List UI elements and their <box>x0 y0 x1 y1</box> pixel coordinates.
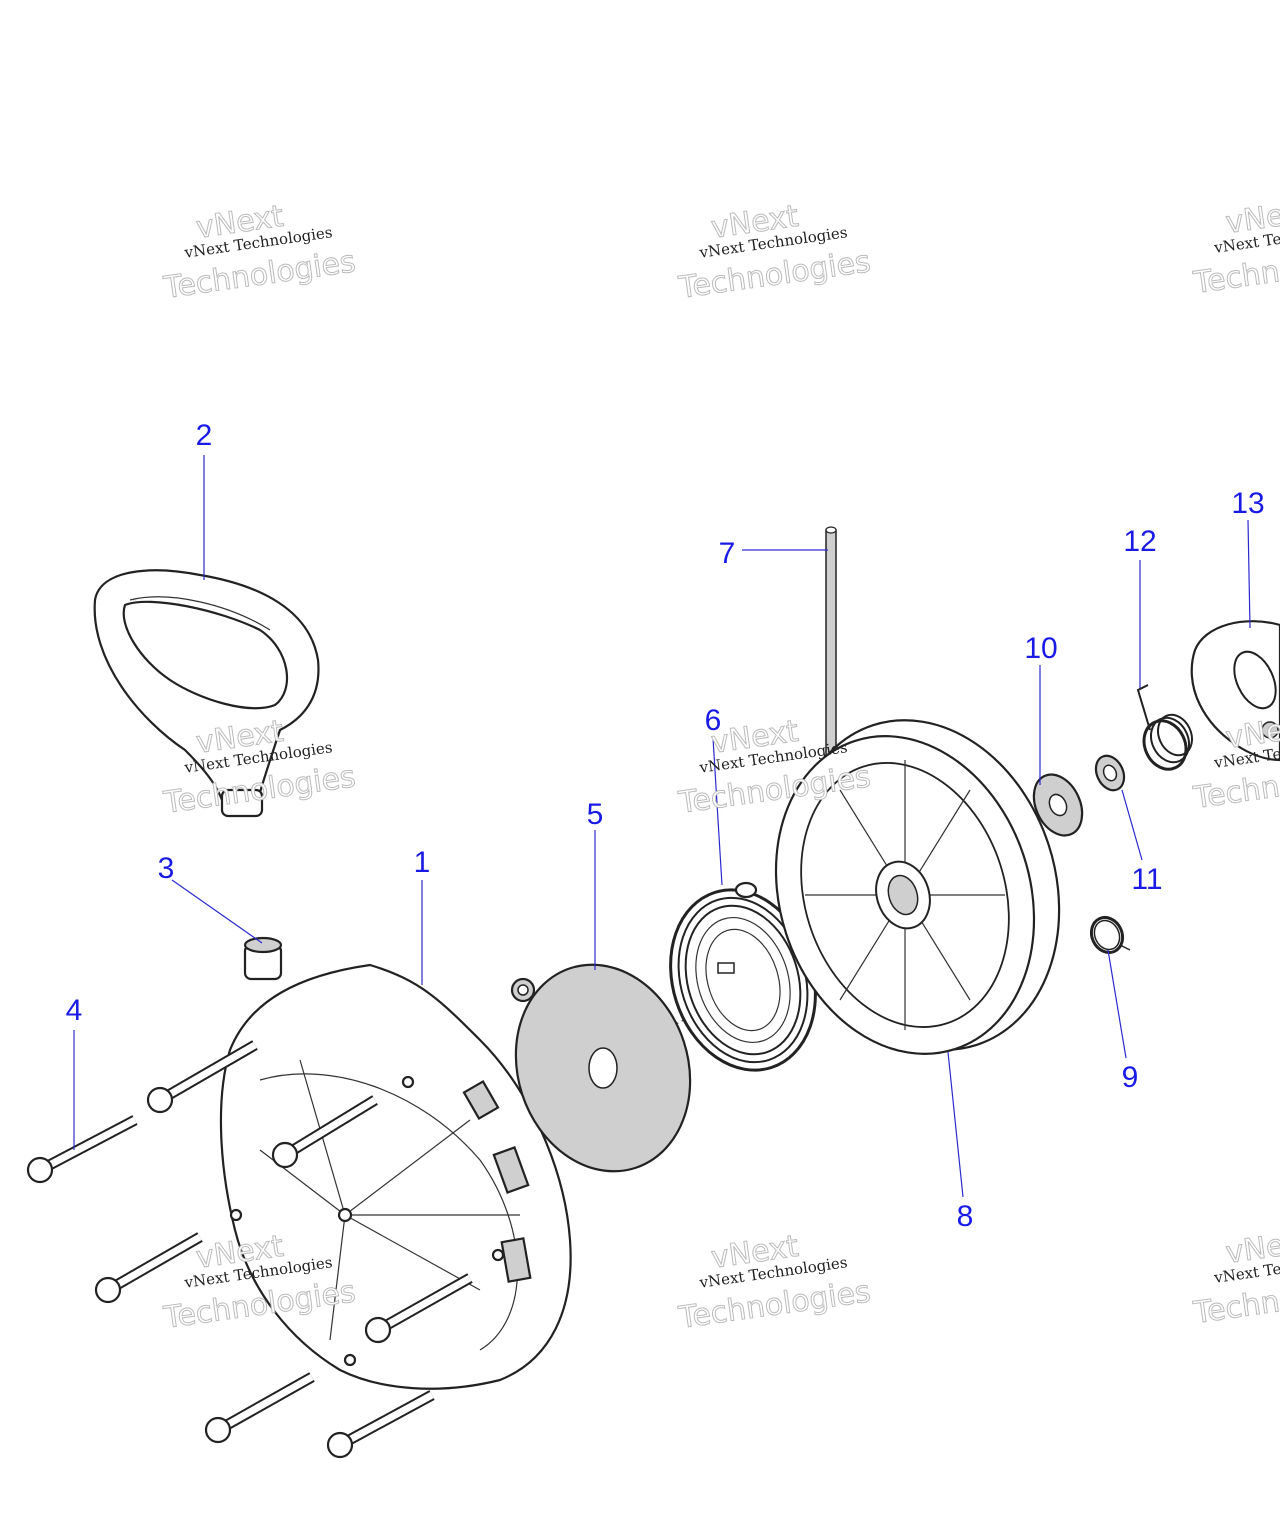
bolt-4 <box>94 1232 203 1304</box>
bolt-7 <box>326 1390 435 1459</box>
part-torsion-spring[interactable] <box>1136 684 1198 776</box>
part-housing[interactable] <box>219 963 572 1390</box>
part-handle[interactable] <box>93 569 320 818</box>
bolt-3 <box>271 1095 378 1169</box>
watermark-3: vNext vNext Technologies Technologies <box>1190 194 1280 302</box>
leader-6 <box>712 737 723 886</box>
callout-labels: 1 2 3 4 5 6 7 8 9 10 11 12 13 <box>66 419 1265 1233</box>
part-ratchet[interactable] <box>1190 620 1280 762</box>
callout-11: 11 <box>1131 863 1162 896</box>
callout-8: 8 <box>957 1200 974 1233</box>
watermark-2: vNext vNext Technologies Technologies <box>676 198 874 306</box>
bolt-5 <box>364 1273 473 1344</box>
leader-13 <box>1247 519 1251 629</box>
part-recoil-spring[interactable] <box>648 871 838 1089</box>
leader-11 <box>1121 789 1143 861</box>
callout-3: 3 <box>158 852 175 885</box>
bolt-2 <box>146 1040 258 1114</box>
leader-3 <box>171 879 263 944</box>
callout-10: 10 <box>1024 632 1057 665</box>
watermark-9: vNext vNext Technologies Technologies <box>1190 1224 1280 1332</box>
part-spring-ring[interactable] <box>1086 912 1131 957</box>
bolt-6 <box>204 1372 315 1444</box>
callout-5: 5 <box>587 798 604 831</box>
callout-1: 1 <box>414 846 431 879</box>
part-washer[interactable] <box>1025 767 1092 844</box>
part-pulley[interactable] <box>736 685 1100 1088</box>
leader-lines <box>73 455 1251 1198</box>
callout-6: 6 <box>705 704 722 737</box>
callout-12: 12 <box>1123 525 1156 558</box>
watermark-6: vNext vNext Technologies Technologies <box>1190 709 1280 817</box>
part-gasket-plate[interactable] <box>490 942 717 1194</box>
callout-13: 13 <box>1231 487 1264 520</box>
part-bolts[interactable] <box>26 1040 473 1459</box>
callout-2: 2 <box>196 419 213 452</box>
leader-9 <box>1107 949 1127 1059</box>
watermark-1: vNext vNext Technologies Technologies <box>161 198 359 306</box>
callout-4: 4 <box>66 994 83 1027</box>
part-bushing[interactable] <box>1091 751 1130 795</box>
callout-9: 9 <box>1122 1061 1139 1094</box>
watermark-8: vNext vNext Technologies Technologies <box>676 1228 874 1336</box>
bolt-1 <box>26 1115 138 1184</box>
part-plug[interactable] <box>243 936 283 981</box>
callout-7: 7 <box>719 537 736 570</box>
leader-8 <box>947 1051 964 1198</box>
